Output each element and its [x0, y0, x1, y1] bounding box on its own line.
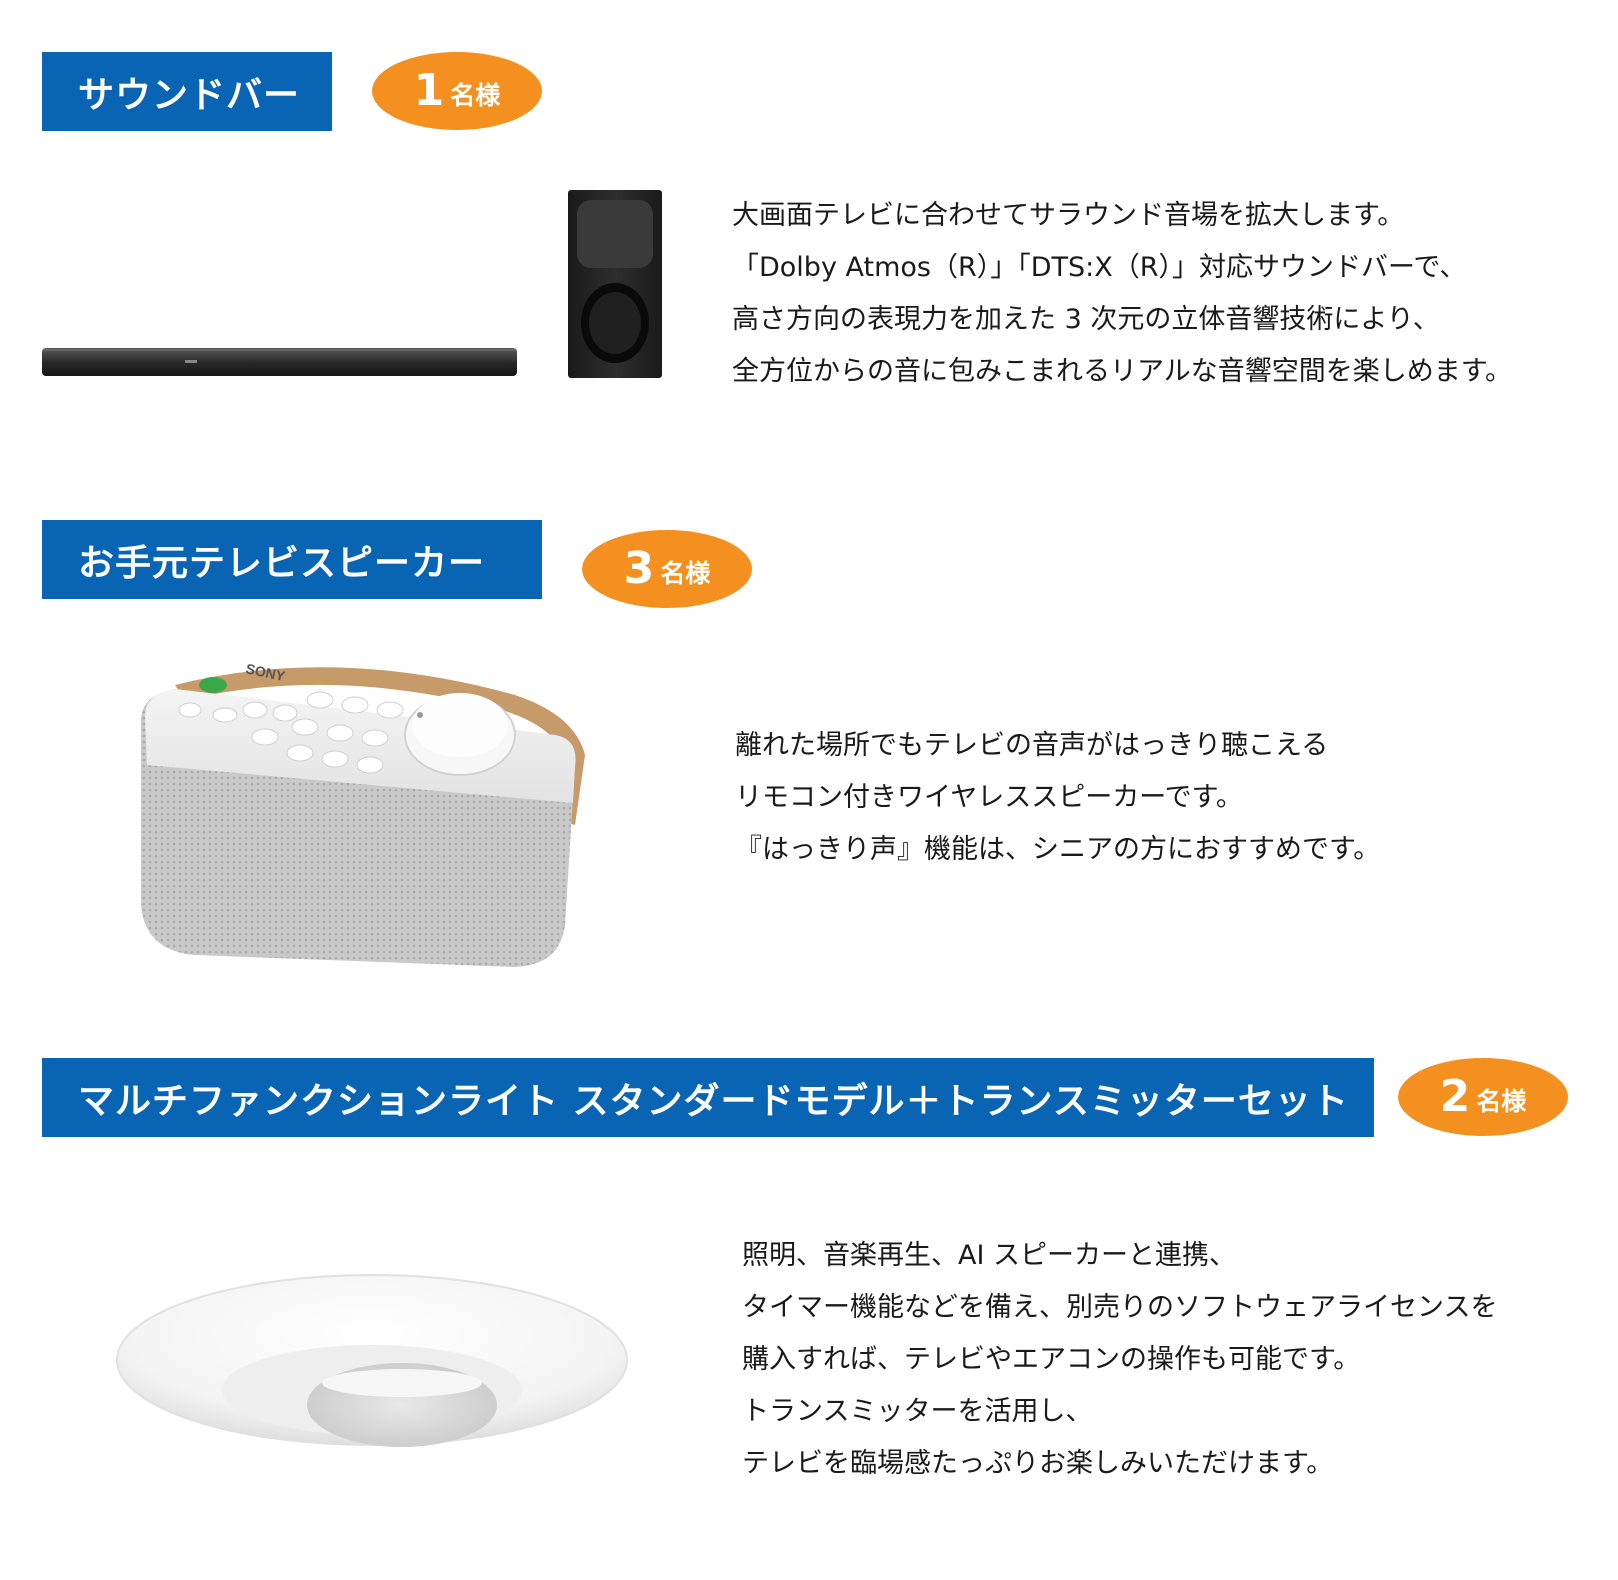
section-title-soundbar: サウンドバー	[42, 52, 332, 131]
description-tv-speaker: 離れた場所でもテレビの音声がはっきり聴こえる リモコン付きワイヤレススピーカーで…	[735, 730, 1381, 865]
winner-count-badge-soundbar: 1 名様	[372, 52, 542, 130]
winner-count-badge-multifunction-light: 2 名様	[1398, 1058, 1568, 1136]
soundbar-image	[42, 190, 662, 378]
badge-unit: 名様	[450, 81, 501, 110]
badge-number: 1	[413, 65, 445, 116]
badge-number: 2	[1439, 1071, 1471, 1122]
tv-speaker-image: SONY	[140, 660, 585, 967]
badge-number: 3	[623, 543, 655, 594]
section-title-multifunction-light: マルチファンクションライト スタンダードモデル＋トランスミッターセット	[42, 1058, 1374, 1137]
winner-count-badge-tv-speaker: 3 名様	[582, 530, 752, 608]
soundbar-body	[42, 348, 517, 376]
multifunction-light-image	[116, 1274, 628, 1447]
description-soundbar: 大画面テレビに合わせてサラウンド音場を拡大します。 「Dolby Atmos（R…	[732, 200, 1513, 387]
badge-unit: 名様	[1476, 1087, 1527, 1116]
section-title-tv-speaker: お手元テレビスピーカー	[42, 520, 542, 599]
badge-unit: 名様	[660, 559, 711, 588]
description-multifunction-light: 照明、音楽再生、AI スピーカーと連携、 タイマー機能などを備え、別売りのソフト…	[742, 1240, 1498, 1479]
